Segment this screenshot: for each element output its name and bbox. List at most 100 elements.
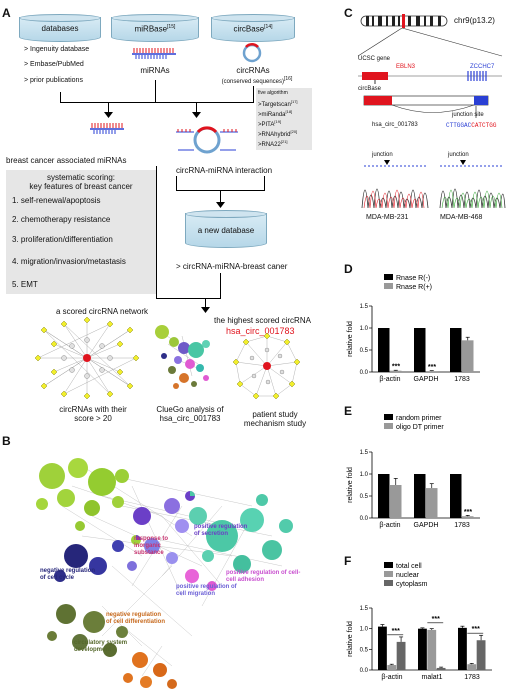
mirbase-cylinder: miRBase[15] bbox=[111, 14, 199, 44]
source-publications: > prior publications bbox=[24, 77, 83, 84]
source-ingenuity: > Ingenuity database bbox=[24, 46, 90, 53]
bar bbox=[450, 328, 462, 372]
mirnas-label: miRNAs bbox=[140, 66, 170, 75]
legend-swatch bbox=[384, 283, 393, 289]
new-database-desc: > circRNA-miRNA-breast caner bbox=[176, 262, 288, 271]
legend-swatch bbox=[384, 274, 393, 280]
bar bbox=[462, 340, 474, 372]
y-tick-label: 0.5 bbox=[360, 494, 369, 500]
circrnas-label: circRNAs bbox=[236, 66, 270, 75]
circrnas-sublabel: (conserved sequences)[16] bbox=[221, 76, 293, 85]
bar bbox=[414, 328, 426, 372]
bc-mirnas-label: breast cancer associated miRNAs bbox=[6, 156, 127, 165]
algorithm-rnahybrid: >RNAhybrid[20] bbox=[258, 129, 298, 138]
bar bbox=[396, 641, 406, 670]
x-tick-label: 1783 bbox=[454, 522, 470, 529]
y-tick-label: 1.5 bbox=[360, 304, 369, 310]
databases-label: databases bbox=[41, 24, 79, 33]
legend-swatch bbox=[384, 580, 393, 586]
y-axis-label: relative fold bbox=[347, 467, 354, 503]
label-positive-regulation-secretion: positive regulation of secretion bbox=[194, 524, 248, 537]
panel-letter-d: D bbox=[344, 262, 353, 276]
zoom-lines bbox=[357, 28, 503, 57]
significance-marker: *** bbox=[432, 616, 440, 623]
panel-letter-c: C bbox=[344, 6, 353, 20]
bar bbox=[387, 665, 397, 670]
y-axis-label: relative fold bbox=[347, 621, 354, 657]
junction-site-label: junction site bbox=[452, 112, 484, 118]
y-tick-label: 1.5 bbox=[360, 606, 369, 612]
algorithm-rna22: >RNA22[21] bbox=[258, 139, 288, 148]
significance-marker: *** bbox=[392, 628, 400, 635]
mirbase-label: miRBase[15] bbox=[134, 24, 176, 34]
x-tick-label: 1783 bbox=[454, 376, 470, 383]
label-circulatory-system-development: circulatory system development bbox=[74, 640, 128, 653]
circ-id-label-c: hsa_circ_001783 bbox=[372, 122, 418, 128]
caption-2-line-1: ClueGo analysis of bbox=[156, 405, 224, 414]
scoring-item-1: 1. self-renewal/apoptosis bbox=[12, 196, 101, 205]
x-tick-label: GAPDH bbox=[414, 376, 439, 383]
bar bbox=[390, 370, 402, 372]
y-tick-label: 1.0 bbox=[360, 472, 369, 478]
bar bbox=[476, 640, 486, 670]
new-database-label: a new database bbox=[197, 226, 255, 235]
legend-swatch bbox=[384, 571, 393, 577]
y-tick-label: 0.0 bbox=[360, 370, 369, 376]
cell-line-1-label: MDA-MB-231 bbox=[366, 214, 409, 221]
bar bbox=[426, 371, 438, 372]
significance-marker: *** bbox=[428, 364, 436, 371]
x-tick-label: β-actin bbox=[379, 376, 400, 383]
cell-line-2-label: MDA-MB-468 bbox=[440, 214, 483, 221]
ucsc-gene-label: UCSC gene bbox=[358, 56, 391, 62]
new-database-cylinder: a new database bbox=[185, 210, 267, 250]
gene-ebln3-label: EBLN3 bbox=[396, 64, 416, 70]
significance-marker: *** bbox=[472, 626, 480, 633]
significance-marker: *** bbox=[392, 364, 400, 371]
hsa-circ-network bbox=[232, 332, 301, 400]
bar bbox=[467, 664, 477, 670]
circbase-track-label: circBase bbox=[358, 86, 382, 92]
algorithm-title: five algorithm bbox=[258, 90, 288, 96]
algorithm-miranda: >miRanda[18] bbox=[258, 109, 293, 118]
legend-label: oligo DT primer bbox=[396, 424, 444, 431]
legend-swatch bbox=[384, 414, 393, 420]
scored-circrna-network bbox=[34, 316, 140, 400]
significance-marker: *** bbox=[464, 509, 472, 516]
algorithm-targetscan: >Targetscan[17] bbox=[258, 99, 298, 108]
circrna-mirna-interaction-icon bbox=[176, 126, 238, 154]
y-tick-label: 0.0 bbox=[360, 516, 369, 522]
label-negative-regulation-cell-cycle: negative regulation of cell cycle bbox=[40, 568, 96, 581]
y-tick-label: 1.0 bbox=[360, 627, 369, 633]
cluego-network bbox=[155, 325, 210, 389]
source-embase: > Embase/PubMed bbox=[24, 61, 84, 68]
y-tick-label: 0.0 bbox=[360, 668, 369, 674]
gene-track bbox=[358, 71, 502, 84]
highest-label: the highest scored circRNA bbox=[214, 316, 311, 325]
interaction-label: circRNA-miRNA interaction bbox=[176, 166, 273, 175]
databases-cylinder: databases bbox=[19, 14, 101, 44]
junction-label-1: junction bbox=[372, 152, 393, 158]
circbase-cylinder: circBase[14] bbox=[211, 14, 295, 44]
bar bbox=[436, 667, 446, 670]
legend-swatch bbox=[384, 562, 393, 568]
x-tick-label: β-actin bbox=[381, 674, 402, 681]
bc-mirna-icon bbox=[90, 123, 124, 134]
legend-label: random primer bbox=[396, 415, 442, 422]
circbase-track bbox=[363, 95, 489, 118]
bar bbox=[427, 629, 437, 670]
y-axis-label: relative fold bbox=[347, 321, 354, 357]
y-tick-label: 1.5 bbox=[360, 450, 369, 456]
caption-3-line-1: patient study bbox=[252, 410, 298, 419]
x-tick-label: 1783 bbox=[464, 674, 480, 681]
algorithm-box bbox=[256, 88, 312, 150]
panel-letter-a: A bbox=[2, 6, 11, 20]
label-negative-regulation-cell-differentiation: negative regulation of cell differentiat… bbox=[106, 612, 166, 625]
bar bbox=[390, 485, 402, 518]
label-positive-regulation-cell-migration: positive regulation of cell migration bbox=[176, 584, 237, 597]
panel-letter-b: B bbox=[2, 434, 11, 448]
mirna-icon bbox=[132, 48, 176, 59]
y-tick-label: 1.0 bbox=[360, 326, 369, 332]
chromosome-ideogram bbox=[360, 14, 448, 28]
bar bbox=[414, 474, 426, 518]
